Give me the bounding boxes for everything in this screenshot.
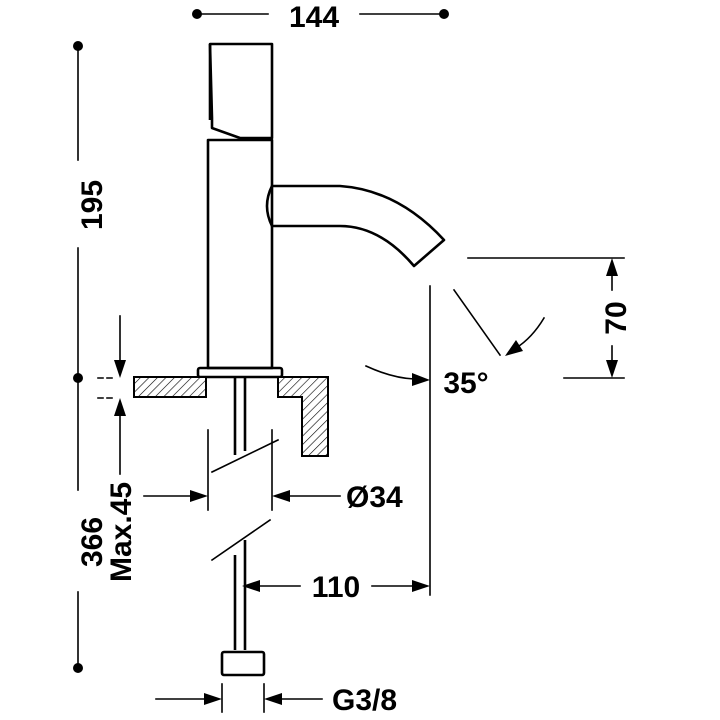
dim-body-diameter-label: Ø34 bbox=[346, 481, 403, 514]
supply-tubes bbox=[210, 378, 280, 650]
dim-deck-thickness bbox=[97, 315, 126, 475]
faucet-spout bbox=[265, 184, 446, 268]
dim-spout-angle-label: 35° bbox=[443, 367, 488, 400]
dim-connection-thread bbox=[155, 683, 323, 713]
dim-overall-width: 144 bbox=[192, 1, 449, 34]
faucet-handle bbox=[208, 42, 274, 140]
dim-lower-height-label: 366 bbox=[76, 517, 109, 567]
dim-spout-height-label: 70 bbox=[600, 301, 633, 334]
dim-spout-height bbox=[467, 257, 625, 379]
dim-upper-height-label: 195 bbox=[76, 180, 109, 230]
countertop-section bbox=[133, 376, 329, 457]
dim-outlet-offset-label: 110 bbox=[312, 571, 360, 604]
dim-spout-angle bbox=[364, 288, 546, 386]
connection-fitting bbox=[220, 650, 266, 677]
dim-body-diameter bbox=[143, 429, 341, 511]
dim-outlet-offset bbox=[242, 285, 431, 596]
dim-overall-width-label: 144 bbox=[289, 1, 339, 34]
dim-vertical-left bbox=[73, 41, 83, 673]
dim-deck-thickness-label: Max.45 bbox=[105, 482, 138, 582]
dim-connection-thread-label: G3/8 bbox=[332, 684, 397, 717]
faucet-base-flange bbox=[196, 366, 284, 379]
faucet-body bbox=[206, 138, 274, 370]
